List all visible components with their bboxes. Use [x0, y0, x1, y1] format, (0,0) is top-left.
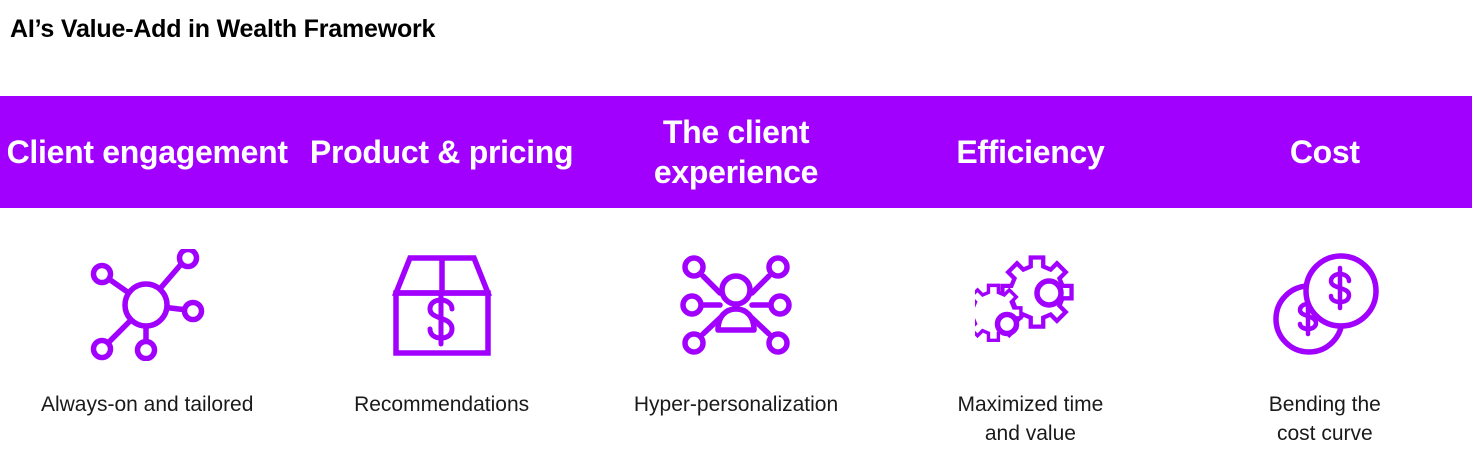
- framework-header-band: Client engagement Product & pricing The …: [0, 96, 1472, 208]
- network-hub-icon: [90, 249, 205, 361]
- header-cell-product-pricing: Product & pricing: [294, 96, 588, 208]
- caption-label-efficiency: Maximized time and value: [957, 393, 1104, 445]
- header-cell-efficiency: Efficiency: [883, 96, 1177, 208]
- page-title: AI’s Value-Add in Wealth Framework: [10, 15, 436, 43]
- icon-cell-client-experience: [589, 240, 883, 370]
- header-label-cost: Cost: [1289, 134, 1360, 170]
- header-cell-cost: Cost: [1178, 96, 1472, 208]
- framework-icon-row: [0, 240, 1472, 370]
- caption-cell-client-experience: Hyper-personalization: [589, 390, 883, 419]
- icon-cell-efficiency: [883, 240, 1177, 370]
- header-label-client-engagement: Client engagement: [6, 134, 288, 170]
- caption-label-cost: Bending the cost curve: [1268, 393, 1381, 445]
- caption-cell-efficiency: Maximized time and value: [883, 390, 1177, 448]
- caption-cell-client-engagement: Always-on and tailored: [0, 390, 294, 419]
- icon-cell-client-engagement: [0, 240, 294, 370]
- gears-icon: [975, 255, 1075, 343]
- header-cell-client-engagement: Client engagement: [0, 96, 294, 208]
- caption-label-client-engagement: Always-on and tailored: [40, 393, 254, 416]
- icon-cell-product-pricing: [294, 240, 588, 370]
- caption-cell-product-pricing: Recommendations: [294, 390, 588, 419]
- header-label-efficiency: Efficiency: [956, 134, 1105, 170]
- header-cell-client-experience: The client experience: [589, 96, 883, 208]
- caption-label-product-pricing: Recommendations: [354, 393, 530, 416]
- icon-cell-cost: [1178, 240, 1472, 370]
- framework-caption-row: Always-on and tailored Recommendations H…: [0, 390, 1472, 448]
- coins-dollar-icon: [1273, 253, 1379, 355]
- box-with-dollar-icon: [391, 255, 492, 356]
- header-label-product-pricing: Product & pricing: [309, 134, 574, 170]
- header-label-client-experience: The client experience: [653, 114, 819, 190]
- person-network-icon: [680, 255, 792, 355]
- caption-label-client-experience: Hyper-personalization: [633, 393, 839, 416]
- caption-cell-cost: Bending the cost curve: [1178, 390, 1472, 448]
